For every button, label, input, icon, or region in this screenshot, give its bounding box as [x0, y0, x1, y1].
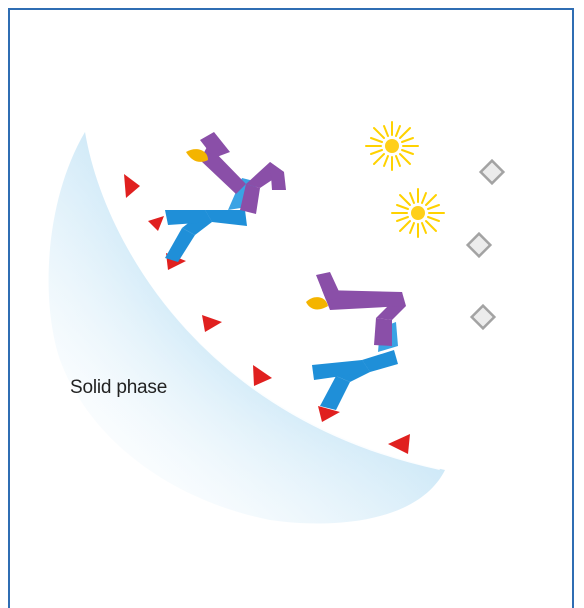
blue-antibody-icon: [165, 178, 258, 262]
purple-antibody-icon: [200, 132, 286, 214]
antibody-complex-lower: [306, 272, 406, 410]
sun-signal-icon: [366, 122, 418, 170]
red-triangle-antigen-icon: [202, 315, 222, 332]
gray-diamond-substrate-icon: [472, 306, 495, 329]
gray-diamond-substrate-icon: [481, 161, 504, 184]
yellow-label-icon: [186, 149, 208, 162]
gray-diamond-substrate-icon: [468, 234, 491, 257]
elisa-diagram: [0, 0, 584, 590]
yellow-label-icon: [306, 297, 328, 309]
light-signal-group: [366, 122, 444, 237]
sun-signal-icon: [392, 189, 444, 237]
red-triangle-antigen-icon: [124, 174, 140, 198]
red-triangle-antigen-icon: [253, 365, 272, 386]
red-triangle-antigen-icon: [388, 434, 410, 454]
substrate-group: [468, 161, 504, 329]
antibody-complex-upper: [165, 132, 286, 262]
solid-phase-label: Solid phase: [70, 377, 167, 399]
red-triangle-antigen-icon: [148, 216, 164, 231]
